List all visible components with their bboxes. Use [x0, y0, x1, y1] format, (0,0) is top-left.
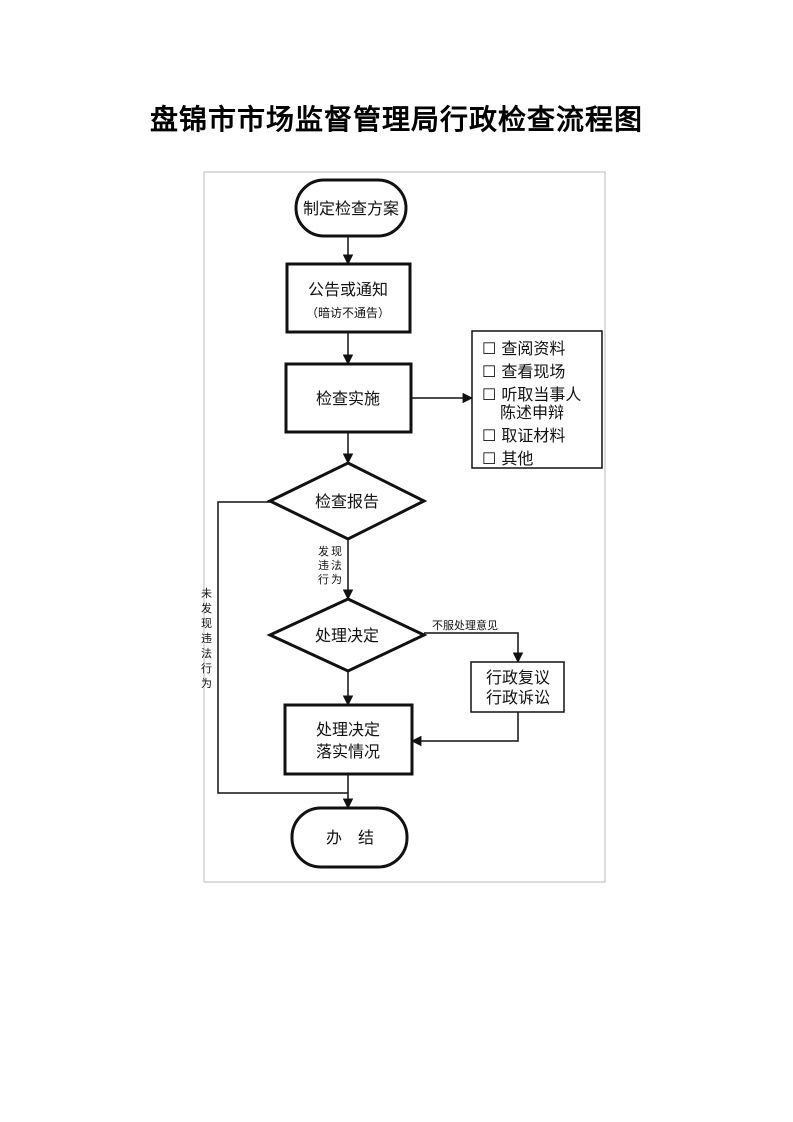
checklist-item: ☐ 其他: [482, 449, 533, 468]
node-notice-sublabel: （暗访不通告）: [306, 305, 390, 320]
node-report-label: 检查报告: [315, 492, 379, 511]
node-start: 制定检查方案: [294, 178, 408, 238]
svg-text:违: 违: [318, 559, 329, 572]
edge-label-disagree: 不服处理意见: [432, 618, 498, 632]
node-implement-line1: 处理决定: [316, 720, 380, 739]
svg-text:现: 现: [331, 545, 342, 558]
svg-text:未: 未: [201, 587, 212, 600]
svg-text:为: 为: [201, 677, 212, 690]
checklist-item: 陈述申辩: [500, 403, 564, 422]
edge-label-no-violation: 未 发 现 违 法 行 为: [201, 587, 212, 690]
edge-review-implement: [410, 712, 519, 747]
svg-text:现: 现: [201, 617, 212, 630]
diagram-frame: [203, 171, 606, 883]
node-checklist: ☐ 查阅资料 ☐ 查看现场 ☐ 听取当事人 陈述申辩 ☐ 取证材料 ☐ 其他: [471, 330, 603, 469]
svg-text:法: 法: [331, 558, 342, 572]
node-start-label: 制定检查方案: [303, 199, 399, 218]
checklist-item: ☐ 听取当事人: [482, 385, 581, 404]
edge-decide-review: [424, 632, 524, 664]
edge-report-end-bypass: [217, 501, 348, 794]
node-inspect-label: 检查实施: [316, 389, 380, 408]
node-inspect: 检查实施: [284, 362, 413, 434]
node-end: 办 结: [290, 806, 409, 869]
svg-text:发: 发: [201, 601, 212, 615]
node-decide: 处理决定: [266, 597, 428, 673]
svg-text:行: 行: [201, 662, 212, 675]
node-review-line1: 行政复议: [486, 668, 550, 687]
node-decide-label: 处理决定: [315, 626, 379, 645]
node-review: 行政复议 行政诉讼: [470, 661, 565, 713]
checklist-item: ☐ 查看现场: [482, 362, 565, 381]
node-notice: 公告或通知 （暗访不通告）: [285, 262, 412, 334]
node-end-label: 办 结: [326, 828, 374, 847]
edge-label-found-violation: 发 违 行 现 法 为: [318, 544, 342, 586]
svg-text:违: 违: [201, 632, 212, 645]
connectors: [217, 236, 524, 810]
checklist-item: ☐ 取证材料: [482, 426, 565, 445]
node-report: 检查报告: [266, 461, 428, 541]
svg-text:发: 发: [318, 544, 329, 558]
checklist-item: ☐ 查阅资料: [482, 339, 565, 358]
page-title: 盘锦市市场监督管理局行政检查流程图: [149, 103, 643, 136]
node-implement: 处理决定 落实情况: [283, 703, 414, 776]
svg-text:为: 为: [331, 573, 342, 586]
node-review-line2: 行政诉讼: [486, 688, 550, 707]
svg-text:行: 行: [318, 573, 329, 586]
node-notice-label: 公告或通知: [308, 280, 388, 299]
svg-text:法: 法: [201, 646, 212, 660]
node-implement-line2: 落实情况: [316, 742, 380, 761]
